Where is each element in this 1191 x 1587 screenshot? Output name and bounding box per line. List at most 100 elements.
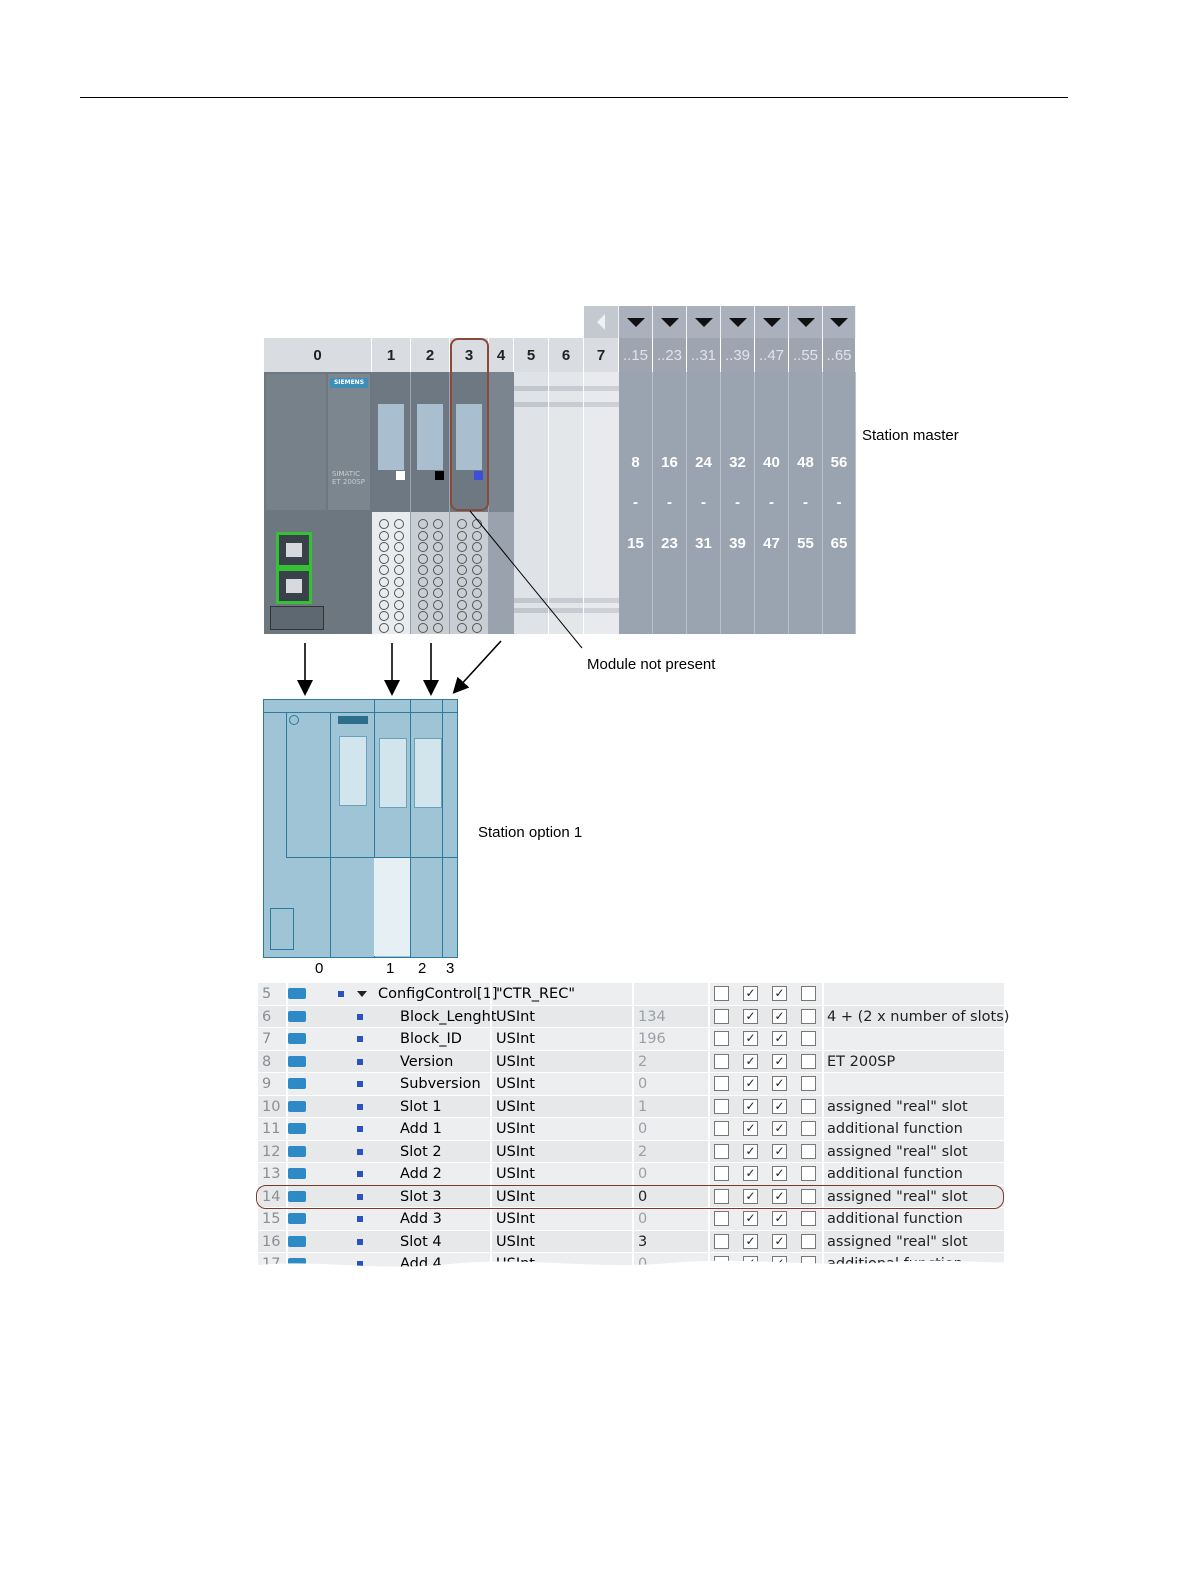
unchecked-checkbox[interactable] (714, 1121, 729, 1136)
table-row[interactable]: 12 Slot 2 USInt 2 ✓✓ assigned "real" slo… (258, 1140, 1004, 1163)
checked-checkbox[interactable]: ✓ (772, 1143, 787, 1159)
table-row[interactable]: 8 Version USInt 2 ✓✓ ET 200SP (258, 1050, 1004, 1073)
table-row[interactable]: 6 Block_Lenght USInt 134 ✓✓ 4 + (2 x num… (258, 1005, 1009, 1028)
range-column[interactable]: 32 - 39 (721, 372, 755, 634)
comment[interactable]: assigned "real" slot (827, 1233, 968, 1250)
checked-checkbox[interactable]: ✓ (743, 1211, 758, 1226)
table-row[interactable]: 15 Add 3 USInt 0 ✓✓ additional function (258, 1208, 1004, 1231)
table-row[interactable]: 10 Slot 1 USInt 1 ✓✓ assigned "real" slo… (258, 1095, 1004, 1118)
unchecked-checkbox[interactable] (801, 1031, 816, 1046)
checked-checkbox[interactable]: ✓ (743, 1053, 758, 1069)
checked-checkbox[interactable]: ✓ (743, 1076, 758, 1091)
io-module-slot-2[interactable] (411, 372, 450, 634)
checked-checkbox[interactable]: ✓ (772, 1098, 787, 1114)
expand-range-button[interactable] (619, 306, 653, 338)
interface-module[interactable]: SIEMENS SIMATIC ET 200SP (264, 372, 372, 634)
checked-checkbox[interactable]: ✓ (772, 1076, 787, 1091)
table-row[interactable]: 16 Slot 4 USInt 3 ✓✓ assigned "real" slo… (258, 1230, 1004, 1253)
slot-header-5[interactable]: 5 (514, 338, 549, 372)
expand-range-button[interactable] (653, 306, 687, 338)
unchecked-checkbox[interactable] (714, 1008, 729, 1024)
comment[interactable]: assigned "real" slot (827, 1098, 968, 1115)
start-value[interactable]: 0 (638, 1211, 648, 1227)
range-header[interactable]: ..47 (755, 338, 789, 372)
scroll-left-button[interactable] (584, 306, 619, 338)
range-column[interactable]: 16 - 23 (653, 372, 687, 634)
ethernet-port[interactable] (276, 532, 312, 568)
expand-range-button[interactable] (721, 306, 755, 338)
range-column[interactable]: 40 - 47 (755, 372, 789, 634)
range-header[interactable]: ..65 (823, 338, 856, 372)
comment[interactable]: assigned "real" slot (827, 1188, 968, 1205)
slot-header-4[interactable]: 4 (489, 338, 514, 372)
unchecked-checkbox[interactable] (801, 1211, 816, 1226)
unchecked-checkbox[interactable] (714, 1031, 729, 1046)
start-value[interactable]: 0 (638, 1076, 648, 1092)
table-row[interactable]: 9 Subversion USInt 0 ✓✓ (258, 1073, 1004, 1096)
start-value[interactable]: 134 (638, 1008, 666, 1025)
range-column[interactable]: 56 - 65 (823, 372, 856, 634)
expand-range-button[interactable] (687, 306, 721, 338)
start-value[interactable]: 0 (638, 1121, 648, 1137)
table-row[interactable]: 11 Add 1 USInt 0 ✓✓ additional function (258, 1118, 1004, 1141)
comment[interactable]: additional function (827, 1166, 963, 1182)
range-column[interactable]: 48 - 55 (789, 372, 823, 634)
slot-header-1[interactable]: 1 (372, 338, 411, 372)
checked-checkbox[interactable]: ✓ (743, 1098, 758, 1114)
checked-checkbox[interactable]: ✓ (743, 1166, 758, 1181)
checked-checkbox[interactable]: ✓ (743, 1233, 758, 1249)
unchecked-checkbox[interactable] (714, 986, 729, 1001)
table-row[interactable]: 7 Block_ID USInt 196 ✓✓ (258, 1028, 1004, 1051)
checked-checkbox[interactable]: ✓ (772, 1031, 787, 1046)
range-header[interactable]: ..23 (653, 338, 687, 372)
slot-header-2[interactable]: 2 (411, 338, 450, 372)
checked-checkbox[interactable]: ✓ (772, 1188, 787, 1204)
empty-slot-4[interactable] (489, 372, 514, 634)
checked-checkbox[interactable]: ✓ (743, 1188, 758, 1204)
checked-checkbox[interactable]: ✓ (772, 1166, 787, 1181)
empty-slot-7[interactable] (584, 372, 619, 634)
checked-checkbox[interactable]: ✓ (772, 986, 787, 1001)
collapse-toggle-icon[interactable] (357, 991, 367, 997)
unchecked-checkbox[interactable] (714, 1098, 729, 1114)
range-header[interactable]: ..55 (789, 338, 823, 372)
comment[interactable]: 4 + (2 x number of slots) (827, 1008, 1010, 1025)
range-column[interactable]: 24 - 31 (687, 372, 721, 634)
unchecked-checkbox[interactable] (801, 1166, 816, 1181)
table-row[interactable]: 5 ConfigControl[1] "CTR_REC" ✓✓ (258, 983, 1004, 1006)
start-value[interactable]: 0 (638, 1188, 648, 1205)
comment[interactable]: additional function (827, 1211, 963, 1227)
range-column[interactable]: 8 - 15 (619, 372, 653, 634)
start-value[interactable]: 0 (638, 1166, 648, 1182)
checked-checkbox[interactable]: ✓ (772, 1053, 787, 1069)
empty-slot-5[interactable] (514, 372, 549, 634)
slot-header-7[interactable]: 7 (584, 338, 619, 372)
checked-checkbox[interactable]: ✓ (772, 1121, 787, 1136)
range-header[interactable]: ..31 (687, 338, 721, 372)
comment[interactable]: additional function (827, 1121, 963, 1137)
slot-header-0[interactable]: 0 (264, 338, 372, 372)
unchecked-checkbox[interactable] (801, 1188, 816, 1204)
start-value[interactable]: 2 (638, 1053, 648, 1070)
unchecked-checkbox[interactable] (714, 1076, 729, 1091)
unchecked-checkbox[interactable] (801, 1008, 816, 1024)
checked-checkbox[interactable]: ✓ (772, 1008, 787, 1024)
checked-checkbox[interactable]: ✓ (772, 1211, 787, 1226)
table-row[interactable]: 14 Slot 3 USInt 0 ✓✓ assigned "real" slo… (258, 1185, 1004, 1208)
unchecked-checkbox[interactable] (714, 1166, 729, 1181)
checked-checkbox[interactable]: ✓ (743, 1031, 758, 1046)
expand-range-button[interactable] (823, 306, 856, 338)
unchecked-checkbox[interactable] (801, 1121, 816, 1136)
start-value[interactable]: 196 (638, 1031, 666, 1047)
unchecked-checkbox[interactable] (801, 986, 816, 1001)
empty-slot-6[interactable] (549, 372, 584, 634)
start-value[interactable]: 3 (638, 1233, 648, 1250)
unchecked-checkbox[interactable] (801, 1098, 816, 1114)
ethernet-port[interactable] (276, 568, 312, 604)
unchecked-checkbox[interactable] (801, 1143, 816, 1159)
start-value[interactable]: 1 (638, 1098, 648, 1115)
unchecked-checkbox[interactable] (714, 1233, 729, 1249)
comment[interactable]: assigned "real" slot (827, 1143, 968, 1160)
expand-range-button[interactable] (755, 306, 789, 338)
checked-checkbox[interactable]: ✓ (743, 1121, 758, 1136)
